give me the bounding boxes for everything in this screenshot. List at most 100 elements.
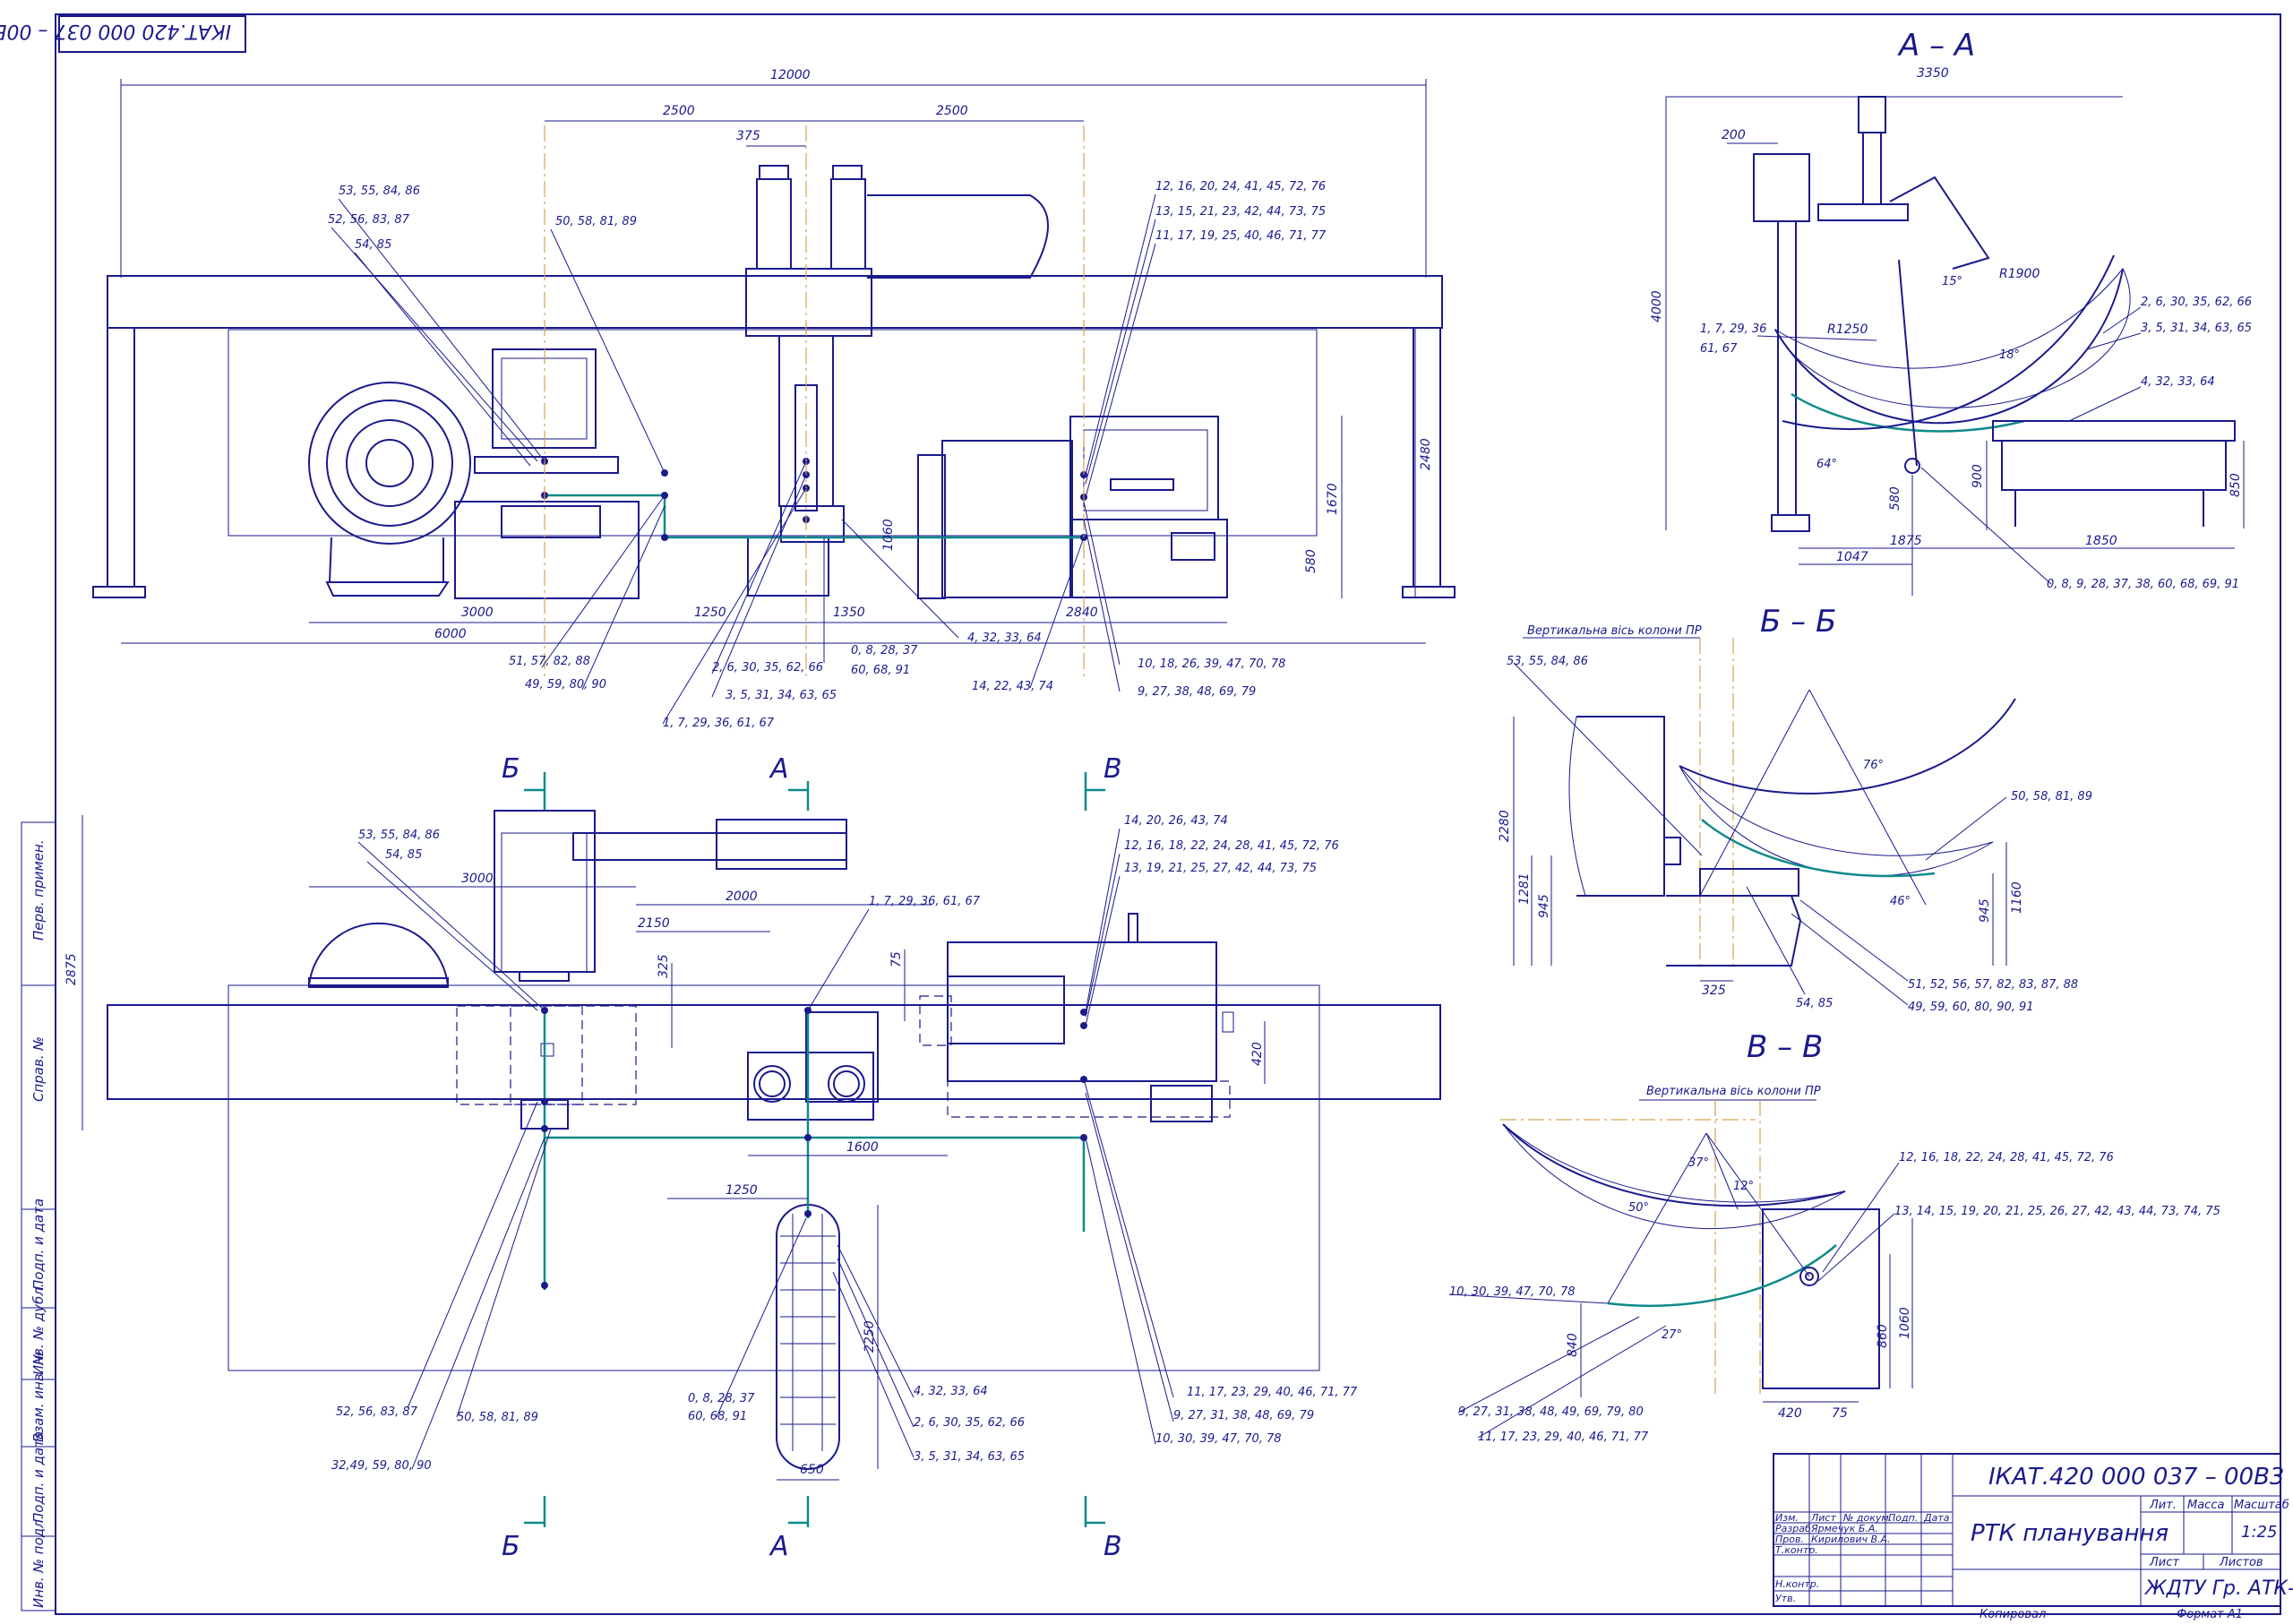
front-dim-6000: 6000 <box>434 627 467 641</box>
side-strip-1: Перв. примен. <box>30 839 47 941</box>
side-strip-7: Инв. № подл. <box>30 1516 47 1608</box>
aa-dim-850: 850 <box>2229 473 2243 497</box>
section-marks: Б А В Б А В <box>502 753 1122 1562</box>
side-strip <box>21 821 56 1611</box>
plan-callout-12: 4, 32, 33, 64 <box>914 1385 988 1398</box>
bb-dim-325: 325 <box>1702 984 1726 998</box>
front-callout-4: 50, 58, 81, 89 <box>555 215 637 228</box>
front-floor-hatch <box>228 329 1318 537</box>
title-block: ІКАТ.420 000 037 – 00В3 РТК планування И… <box>1773 1453 2293 1621</box>
side-strip-2: Справ. № <box>30 1036 47 1102</box>
plan-dim-2875: 2875 <box>64 953 79 985</box>
front-callout-16: 14, 22, 43, 74 <box>972 680 1053 693</box>
front-dim-12000: 12000 <box>770 68 811 82</box>
plan-dim-325: 325 <box>657 954 671 978</box>
side-strip-5: Взам. инв. № <box>30 1351 47 1442</box>
plan-dim-2250: 2250 <box>863 1320 877 1353</box>
aa-dim-1875: 1875 <box>1890 534 1922 548</box>
front-callout-15: 4, 32, 33, 64 <box>967 632 1042 645</box>
tb-org: ЖДТУ Гр. АТК-14 <box>2143 1577 2293 1600</box>
aa-callout-4: 1, 7, 29, 36 <box>1700 322 1766 336</box>
bb-callout-5: 54, 85 <box>1796 997 1833 1010</box>
aa-dim-18deg: 18° <box>1999 348 2020 362</box>
bb-dim-1160: 1160 <box>2010 881 2024 914</box>
plan-view: 2875 3000 2000 2150 325 75 420 1600 1250… <box>64 810 1441 1481</box>
vv-callout-1: 12, 16, 18, 22, 24, 28, 41, 45, 72, 76 <box>1899 1151 2114 1164</box>
front-callout-6: 13, 15, 21, 23, 42, 44, 73, 75 <box>1155 205 1326 219</box>
front-dim-2500b: 2500 <box>936 104 968 118</box>
sheet-frame <box>55 13 2281 1615</box>
top-stamp-code: ІКАТ.420 000 037 – 00В3 <box>0 20 231 42</box>
plan-callout-7: 52, 56, 83, 87 <box>336 1405 418 1419</box>
plan-transport-path <box>543 1010 1086 1232</box>
tb-col-doc: № докум. <box>1842 1512 1892 1524</box>
front-dim-580: 580 <box>1304 549 1318 573</box>
aa-dim-r1250: R1250 <box>1827 322 1868 337</box>
aa-dim-1850: 1850 <box>2085 534 2117 548</box>
aa-callout-5: 61, 67 <box>1700 342 1738 356</box>
vv-dim-12deg: 12° <box>1733 1180 1754 1193</box>
plan-floor-hatch <box>228 984 1320 1371</box>
plan-dim-420: 420 <box>1250 1042 1265 1066</box>
vv-callout-5: 11, 17, 23, 29, 40, 46, 71, 77 <box>1478 1431 1649 1444</box>
section-vv: В – В Вертикальна вісь колони ПР 37° 12°… <box>1448 1029 2220 1444</box>
front-callout-18: 9, 27, 38, 48, 69, 79 <box>1138 685 1256 699</box>
aa-callout-2: 3, 5, 31, 34, 63, 65 <box>2141 322 2252 335</box>
plan-dim-1250: 1250 <box>726 1183 758 1198</box>
title-name: РТК планування <box>1971 1520 2168 1547</box>
front-dim-3000: 3000 <box>461 606 494 620</box>
tb-scale: 1:25 <box>2241 1523 2277 1542</box>
vv-dim-420: 420 <box>1778 1406 1802 1421</box>
aa-outer-arc <box>1774 268 2124 425</box>
plan-callout-13: 2, 6, 30, 35, 62, 66 <box>914 1416 1025 1430</box>
plan-callout-4: 14, 20, 26, 43, 74 <box>1124 814 1228 828</box>
plan-callout-5: 12, 16, 18, 22, 24, 28, 41, 45, 72, 76 <box>1124 839 1339 853</box>
bb-dim-76deg: 76° <box>1863 759 1884 772</box>
bb-callout-2: 50, 58, 81, 89 <box>2011 790 2092 803</box>
vv-dim-27deg: 27° <box>1662 1328 1682 1342</box>
title-code: ІКАТ.420 000 037 – 00В3 <box>1988 1464 2284 1491</box>
plan-callout-11: 60, 68, 91 <box>688 1410 747 1423</box>
tb-copied: Копировал <box>1980 1608 2046 1620</box>
plan-callout-10: 0, 8, 28, 37 <box>688 1392 755 1405</box>
front-callout-10: 2, 6, 30, 35, 62, 66 <box>712 661 823 675</box>
aa-dim-200: 200 <box>1722 128 1746 142</box>
vv-dim-75: 75 <box>1832 1406 1848 1421</box>
tb-col-izm: Изм. <box>1775 1512 1799 1524</box>
vv-callout-2: 13, 14, 15, 19, 20, 21, 25, 26, 27, 42, … <box>1894 1205 2220 1218</box>
bb-dim-945b: 945 <box>1978 898 1992 923</box>
mark-b-bottom: Б <box>502 1531 520 1562</box>
plan-dim-3000: 3000 <box>461 872 494 886</box>
aa-dim-15deg: 15° <box>1942 275 1962 288</box>
tb-sheets: Листов <box>2219 1556 2263 1569</box>
vv-dim-1060: 1060 <box>1898 1307 1912 1339</box>
front-dim-2840: 2840 <box>1066 606 1098 620</box>
tb-format: Формат А1 <box>2177 1608 2243 1620</box>
tb-role-ncontrol: Н.контр. <box>1775 1578 1819 1590</box>
front-callout-12: 1, 7, 29, 36, 61, 67 <box>663 717 775 730</box>
front-dim-2480: 2480 <box>1419 438 1433 470</box>
section-aa: А – А 3350 200 4000 R1900 R1250 1047 187… <box>1650 28 2252 596</box>
plan-callout-9: 32,49, 59, 80, 90 <box>331 1459 432 1473</box>
vv-dim-840: 840 <box>1566 1333 1580 1357</box>
plan-callout-2: 54, 85 <box>385 848 422 862</box>
side-strip-3: Подп. и дата <box>30 1199 47 1290</box>
plan-callout-1: 53, 55, 84, 86 <box>358 829 440 842</box>
front-dim-1060: 1060 <box>881 519 896 551</box>
section-aa-title: А – А <box>1897 28 1975 64</box>
mark-a-top: А <box>769 753 789 785</box>
section-vv-title: В – В <box>1747 1029 1823 1065</box>
bb-dim-46deg: 46° <box>1890 895 1911 908</box>
plan-callout-15: 11, 17, 23, 29, 40, 46, 71, 77 <box>1187 1386 1358 1399</box>
tb-role-approve: Утв. <box>1775 1593 1796 1604</box>
front-callout-7: 11, 17, 19, 25, 40, 46, 71, 77 <box>1155 229 1327 243</box>
bb-callout-4: 49, 59, 60, 80, 90, 91 <box>1908 1001 2034 1014</box>
bb-axis-label: Вертикальна вісь колони ПР <box>1527 624 1702 638</box>
front-callout-14: 60, 68, 91 <box>851 664 910 677</box>
aa-callout-3: 4, 32, 33, 64 <box>2141 375 2215 389</box>
plan-callout-3: 1, 7, 29, 36, 61, 67 <box>869 895 981 908</box>
bb-callout-3: 51, 52, 56, 57, 82, 83, 87, 88 <box>1908 978 2078 992</box>
tb-lit: Лит. <box>2149 1499 2177 1512</box>
tb-col-sign: Подп. <box>1888 1512 1918 1524</box>
